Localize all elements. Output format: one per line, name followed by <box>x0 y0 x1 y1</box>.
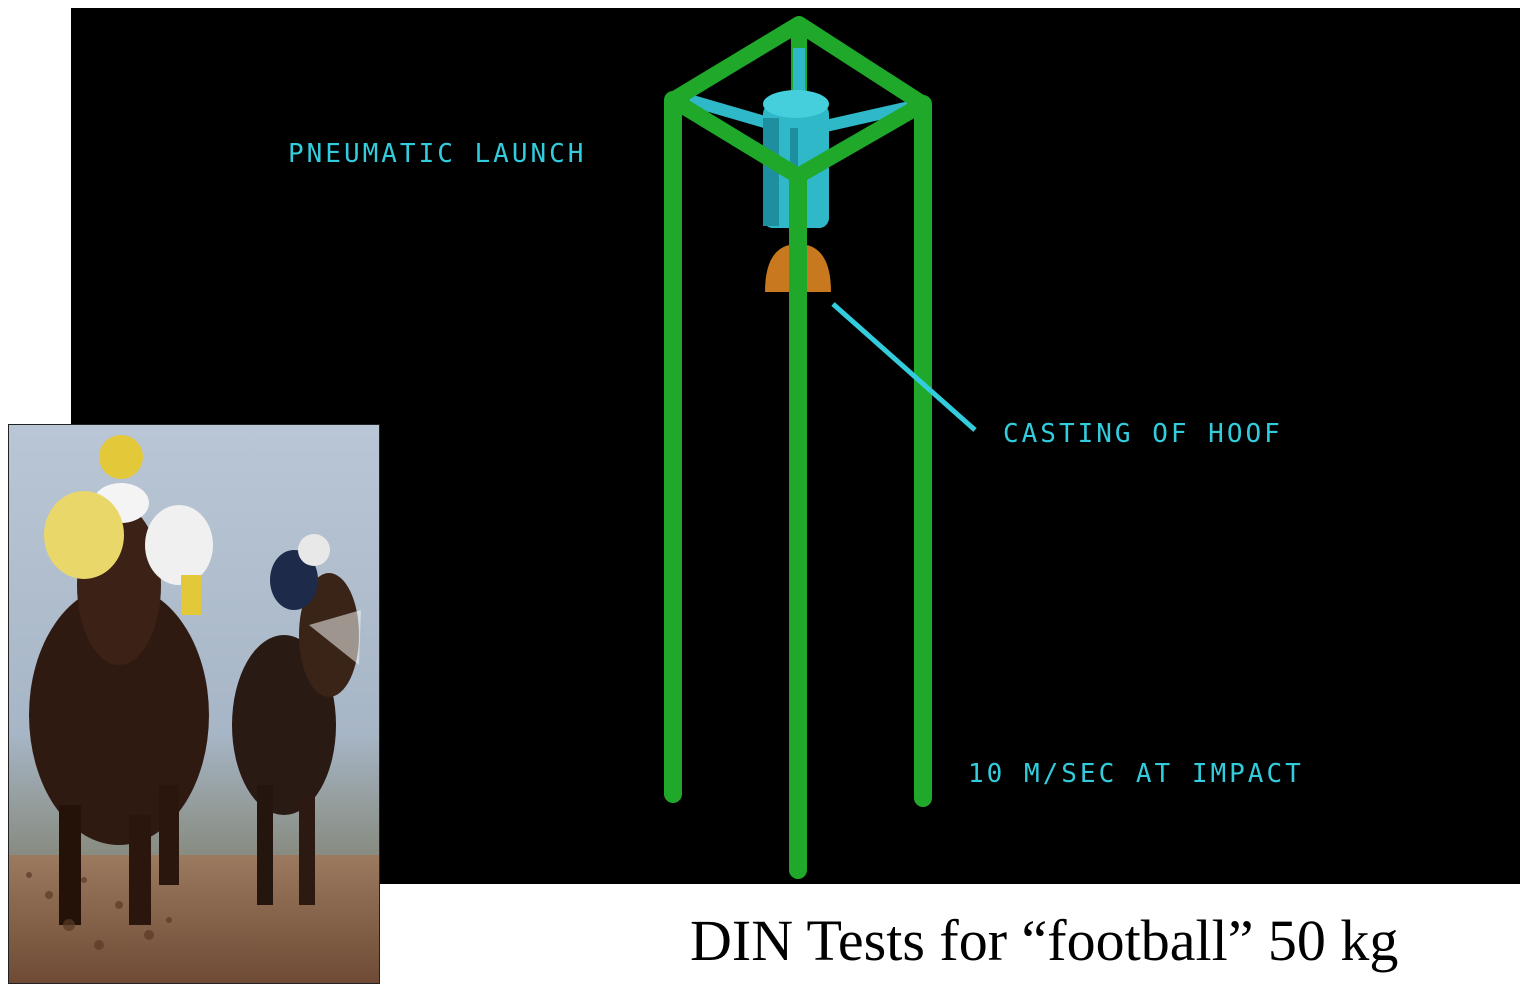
impact-speed-label: 10 M/SEC AT IMPACT <box>968 759 1304 789</box>
hoof-leader-line <box>833 304 975 430</box>
pneumatic-cylinder-top <box>763 90 829 118</box>
casting-of-hoof-label: CASTING OF HOOF <box>1003 419 1283 449</box>
racehorse-illustration <box>9 425 380 984</box>
pneumatic-launch-label: PNEUMATIC LAUNCH <box>288 139 586 169</box>
racehorse-photo <box>8 424 380 984</box>
slide-caption: DIN Tests for “football” 50 kg <box>690 906 1398 976</box>
